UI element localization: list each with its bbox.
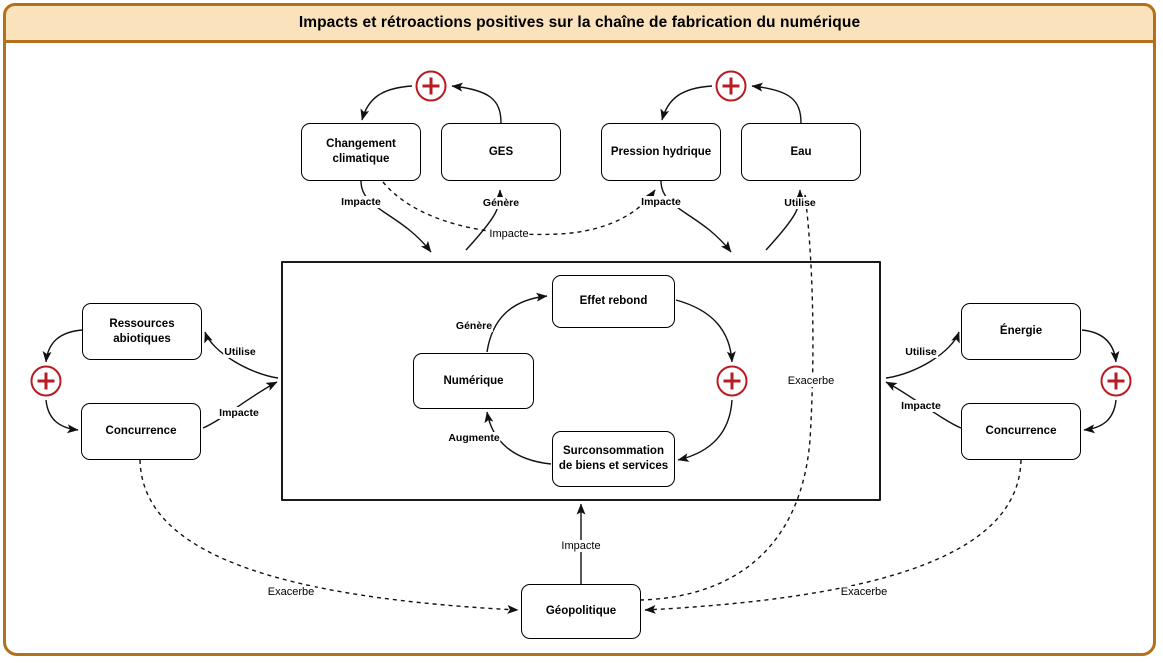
node-effet-rebond[interactable]: Effet rebond — [552, 275, 675, 328]
node-label: Énergie — [999, 325, 1043, 338]
edge-label-surconsommation-augmente: Augmente — [447, 432, 501, 444]
edge-label-cc-impacte: Impacte — [340, 196, 382, 208]
node-energie[interactable]: Énergie — [961, 303, 1081, 360]
node-label: Effet rebond — [579, 295, 648, 308]
node-label: GES — [488, 145, 514, 158]
node-concurrence-gauche[interactable]: Concurrence — [81, 403, 201, 460]
node-numerique[interactable]: Numérique — [413, 353, 534, 409]
plus-circle-icon-top-right — [715, 70, 747, 102]
edge-label-numerique-genere: Génère — [454, 320, 494, 332]
edge-label-ph-impacte: Impacte — [640, 196, 682, 208]
plus-circle-icon-top-left — [415, 70, 447, 102]
numerique-system-boundary — [281, 261, 881, 501]
edge-label-exacerbe-right: Exacerbe — [839, 586, 889, 598]
edge-label-left-impacte: Impacte — [218, 407, 260, 419]
node-pression-hydrique[interactable]: Pression hydrique — [601, 123, 721, 181]
node-ges[interactable]: GES — [441, 123, 561, 181]
node-label: Concurrence — [985, 425, 1057, 438]
node-label: Ressources abiotiques — [109, 317, 175, 345]
plus-circle-icon-center — [716, 365, 748, 397]
edge-label-exacerbe-left: Exacerbe — [266, 586, 316, 598]
node-label: Pression hydrique — [610, 145, 712, 158]
node-eau[interactable]: Eau — [741, 123, 861, 181]
node-geopolitique[interactable]: Géopolitique — [521, 584, 641, 639]
node-label: Concurrence — [105, 425, 177, 438]
edge-label-left-utilise: Utilise — [223, 346, 257, 358]
edge-label-right-utilise: Utilise — [904, 346, 938, 358]
node-label: Numérique — [443, 374, 504, 387]
node-label: Surconsommation de biens et services — [558, 445, 669, 472]
edge-label-geopolitique-impacte: Impacte — [560, 540, 602, 552]
node-concurrence-droite[interactable]: Concurrence — [961, 403, 1081, 460]
plus-circle-icon-left — [30, 365, 62, 397]
plus-circle-icon-right — [1100, 365, 1132, 397]
edge-label-cc-to-ph-impacte: Impacte — [488, 228, 530, 240]
diagram-title-bar: Impacts et rétroactions positives sur la… — [3, 3, 1156, 43]
node-ressources-abiotiques[interactable]: Ressources abiotiques — [82, 303, 202, 360]
node-surconsommation[interactable]: Surconsommation de biens et services — [552, 431, 675, 487]
node-label: Eau — [790, 145, 812, 158]
node-changement-climatique[interactable]: Changement climatique — [301, 123, 421, 181]
edge-label-exacerbe-center: Exacerbe — [786, 375, 836, 387]
edge-label-ges-genere: Génère — [481, 197, 521, 209]
edge-label-eau-utilise: Utilise — [783, 197, 817, 209]
node-label: Géopolitique — [545, 605, 617, 618]
node-label: Changement climatique — [326, 138, 396, 165]
page-title: Impacts et rétroactions positives sur la… — [298, 14, 861, 31]
edge-label-right-impacte: Impacte — [900, 400, 942, 412]
